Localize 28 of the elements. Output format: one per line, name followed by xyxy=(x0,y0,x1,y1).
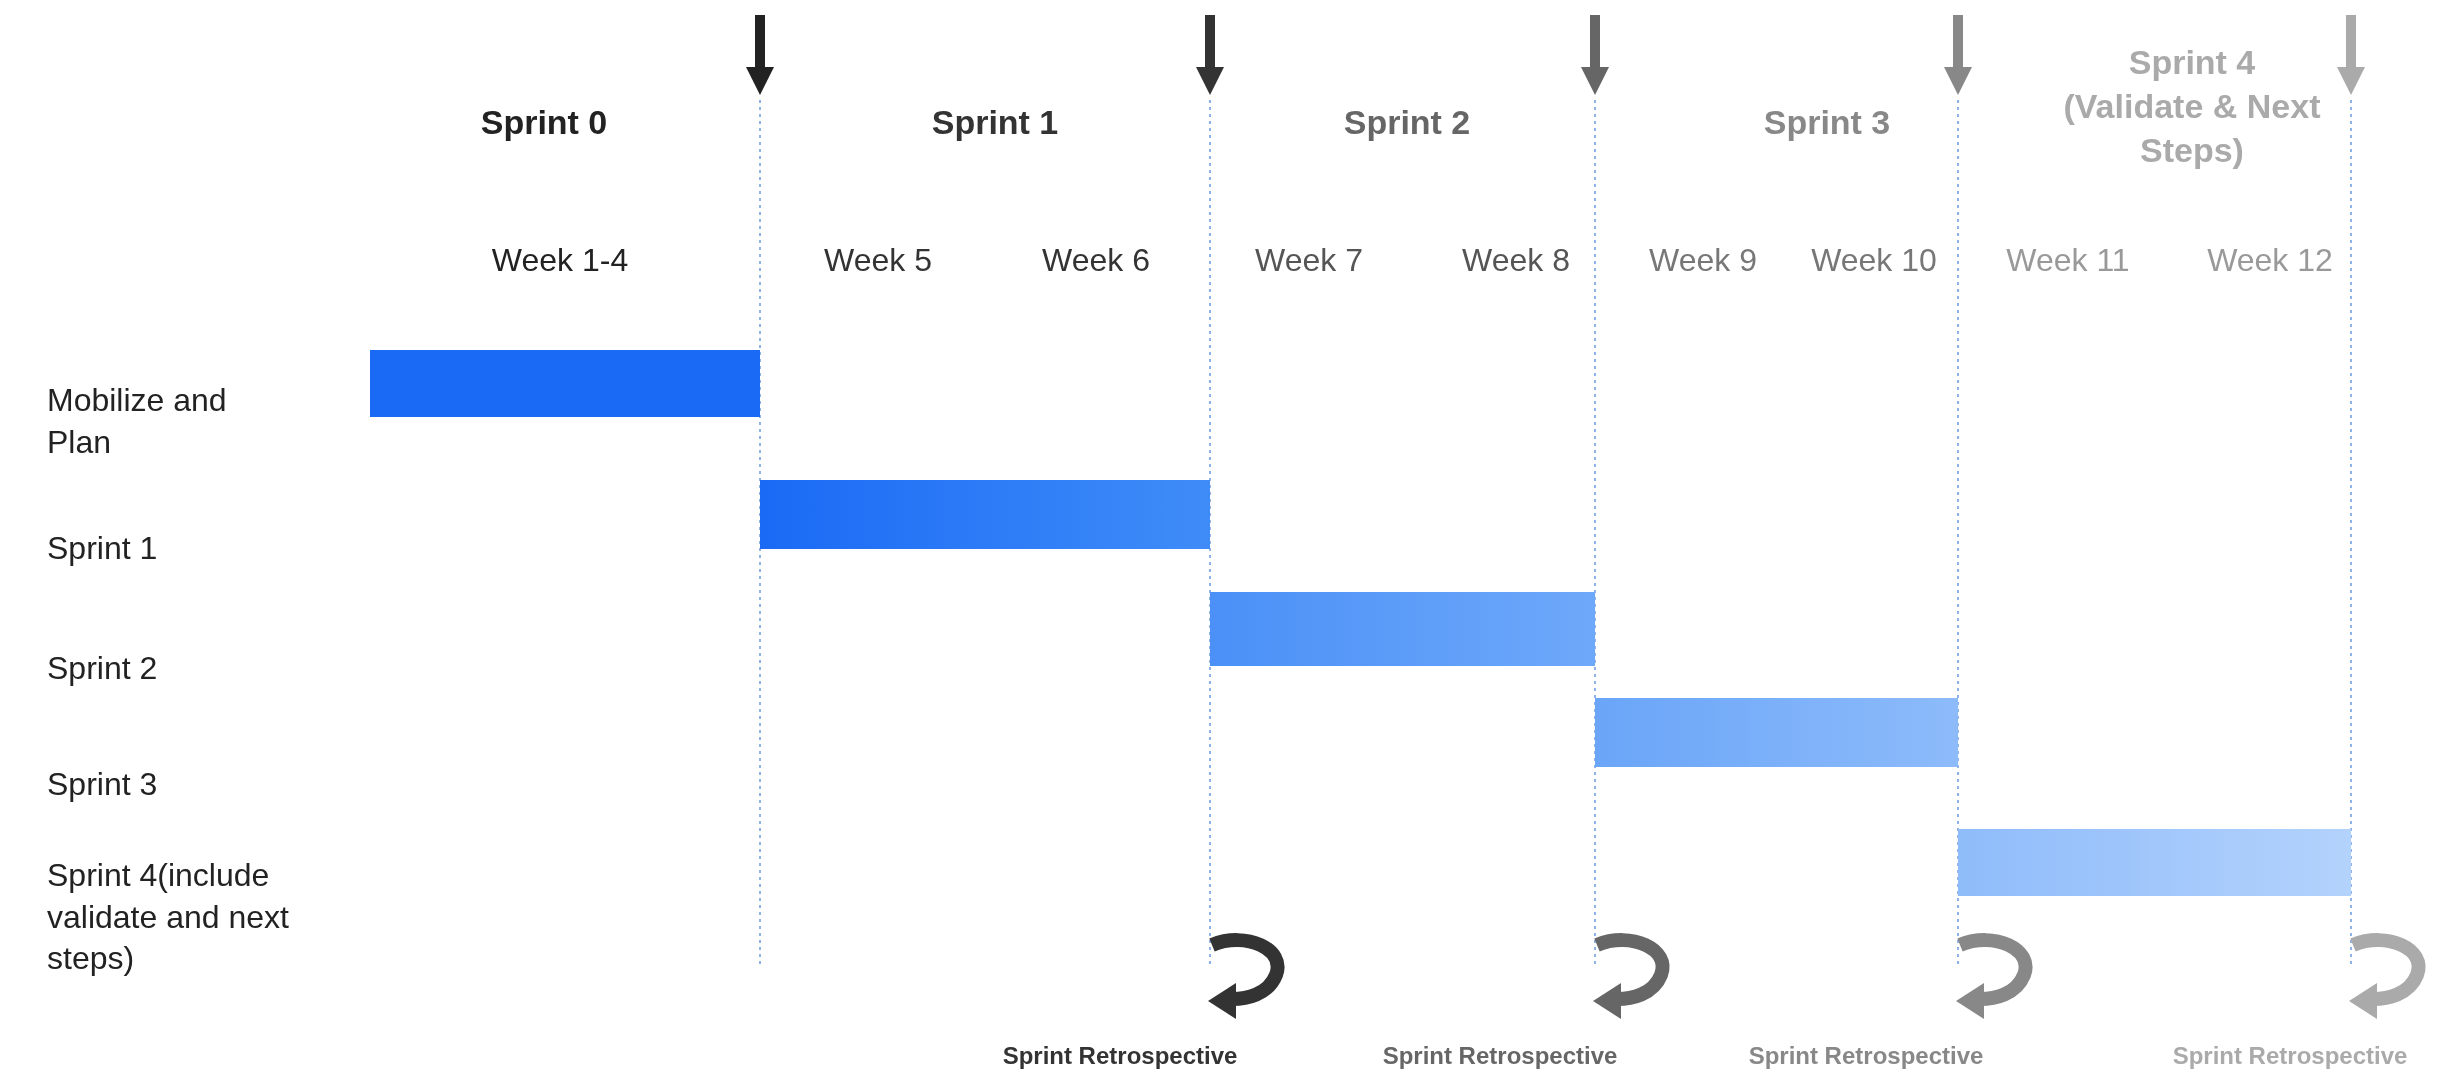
row-label: Sprint 1 xyxy=(47,529,159,568)
row-label: Mobilize and Plan xyxy=(47,381,228,462)
gantt-bar xyxy=(370,350,760,417)
sprint-heading: Sprint 2 xyxy=(1342,102,1472,143)
retrospective-label: Sprint Retrospective xyxy=(1381,1041,1619,1071)
retrospective-label: Sprint Retrospective xyxy=(2171,1041,2409,1071)
retrospective-label: Sprint Retrospective xyxy=(1001,1041,1239,1071)
week-label: Week 1-4 xyxy=(490,241,630,280)
row-label: Sprint 3 xyxy=(47,765,159,804)
row-label: Sprint 2 xyxy=(47,649,159,688)
week-label: Week 5 xyxy=(823,241,933,280)
sprint-heading: Sprint 3 xyxy=(1762,102,1892,143)
sprint-heading: Sprint 1 xyxy=(930,102,1060,143)
week-label: Week 7 xyxy=(1254,241,1364,280)
week-label: Week 12 xyxy=(2206,241,2334,280)
gantt-bar xyxy=(1210,592,1595,666)
gantt-bar xyxy=(1595,698,1958,767)
week-label: Week 9 xyxy=(1648,241,1758,280)
week-label: Week 8 xyxy=(1461,241,1571,280)
week-label: Week 11 xyxy=(2005,241,2131,280)
row-label: Sprint 4(include validate and next steps) xyxy=(47,856,290,979)
week-label: Week 6 xyxy=(1041,241,1151,280)
gantt-bar xyxy=(760,480,1210,549)
gantt-bar xyxy=(1958,829,2351,896)
sprint-heading: Sprint 0 xyxy=(479,102,609,143)
sprint-heading: Sprint 4 (Validate & Next Steps) xyxy=(2062,42,2322,172)
week-label: Week 10 xyxy=(1810,241,1938,280)
retrospective-label: Sprint Retrospective xyxy=(1747,1041,1985,1071)
